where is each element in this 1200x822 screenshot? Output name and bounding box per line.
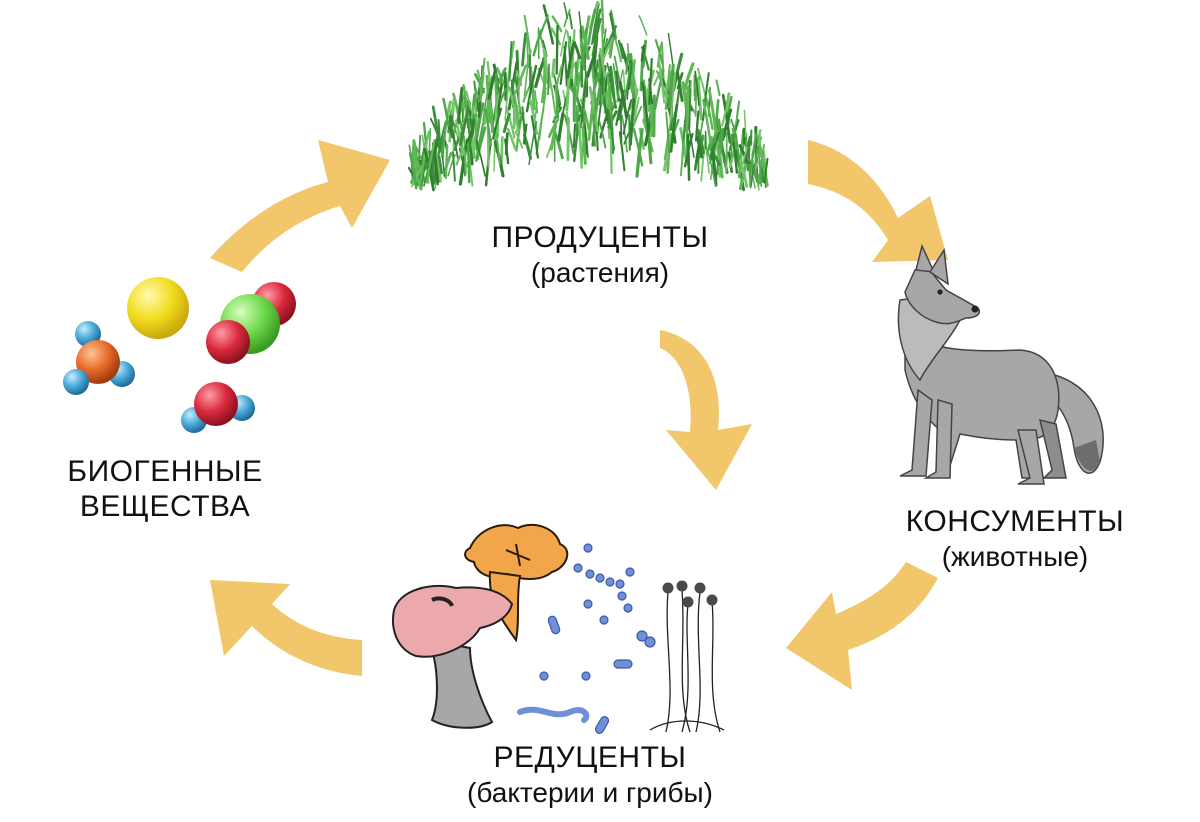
- producers-title: ПРОДУЦЕНТЫ: [491, 221, 709, 254]
- producers-subtitle: (растения): [530, 257, 670, 288]
- arrow-biogenic-to-producers: [210, 140, 390, 272]
- arrow-producers-to-reducers: [660, 330, 752, 490]
- biogenic-title-line1: БИОГЕННЫЕ: [67, 455, 263, 488]
- arrow-producers-to-consumers: [808, 140, 948, 262]
- consumers-label: КОНСУМЕНТЫ (животные): [865, 504, 1165, 574]
- arrow-consumers-to-reducers: [786, 562, 938, 690]
- molecules-icon: [63, 277, 296, 433]
- reducers-label: РЕДУЦЕНТЫ (бактерии и грибы): [390, 740, 790, 810]
- consumers-subtitle: (животные): [941, 541, 1089, 572]
- arrow-reducers-to-biogenic: [210, 580, 362, 676]
- biogenic-label: БИОГЕННЫЕ ВЕЩЕСТВА: [30, 455, 300, 524]
- wolf-icon: [897, 243, 1104, 485]
- reducers-subtitle: (бактерии и грибы): [467, 777, 713, 808]
- mushrooms-bacteria-mold-icon: [392, 523, 725, 734]
- consumers-title: КОНСУМЕНТЫ: [905, 505, 1125, 538]
- reducers-title: РЕДУЦЕНТЫ: [493, 741, 687, 774]
- producers-label: ПРОДУЦЕНТЫ (растения): [420, 220, 780, 290]
- biogenic-title-line2: ВЕЩЕСТВА: [79, 489, 251, 523]
- grass-icon: [407, 0, 769, 192]
